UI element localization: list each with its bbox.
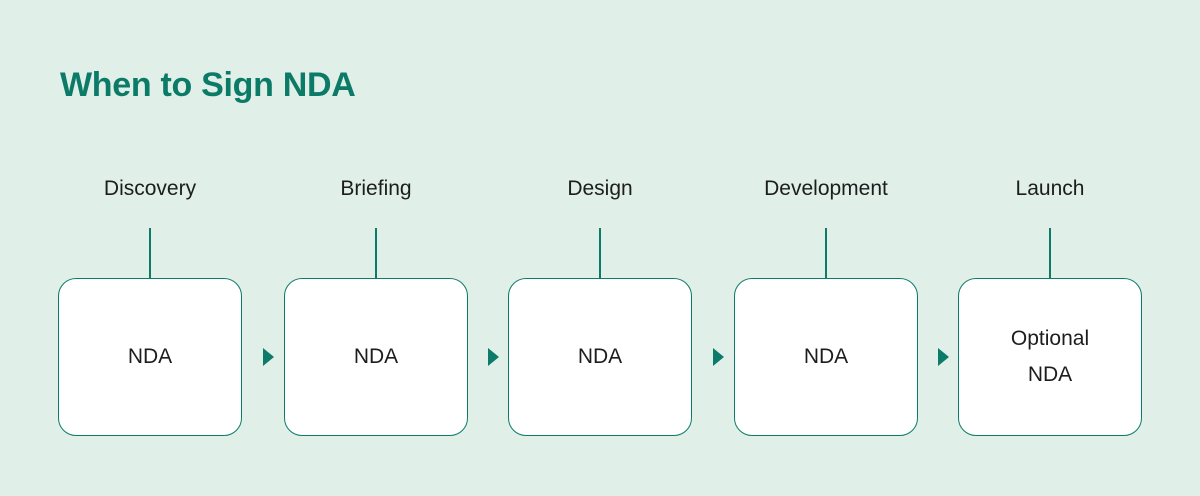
triangle-right-icon — [938, 348, 949, 366]
flow-step-launch[interactable]: Launch Optional NDA — [958, 176, 1142, 436]
step-label: Design — [567, 177, 633, 200]
step-label: Briefing — [340, 177, 412, 200]
step-box-label: NDA — [803, 345, 849, 368]
step-box-label: Optional NDA — [1010, 327, 1090, 386]
flow-step-design[interactable]: Design NDA — [508, 176, 692, 436]
flow-step-discovery[interactable]: Discovery NDA — [58, 176, 242, 436]
nda-timeline-flow: Discovery NDA Briefing NDA Design NDA — [58, 176, 1142, 436]
flow-step-briefing[interactable]: Briefing NDA — [284, 176, 468, 436]
step-box[interactable]: NDA — [734, 278, 918, 436]
vertical-line-icon — [1049, 228, 1051, 278]
step-box-label: NDA — [353, 345, 399, 368]
step-box[interactable]: NDA — [508, 278, 692, 436]
triangle-right-icon — [713, 348, 724, 366]
step-label: Development — [764, 177, 888, 200]
vertical-line-icon — [149, 228, 151, 278]
vertical-line-icon — [825, 228, 827, 278]
step-box[interactable]: NDA — [58, 278, 242, 436]
step-box-label: NDA — [577, 345, 623, 368]
step-box[interactable]: NDA — [284, 278, 468, 436]
triangle-right-icon — [263, 348, 274, 366]
flow-step-development[interactable]: Development NDA — [734, 176, 918, 436]
vertical-line-icon — [599, 228, 601, 278]
vertical-line-icon — [375, 228, 377, 278]
step-box-label: NDA — [127, 345, 173, 368]
step-box[interactable]: Optional NDA — [958, 278, 1142, 436]
triangle-right-icon — [488, 348, 499, 366]
step-label: Launch — [1015, 177, 1085, 200]
page-title: When to Sign NDA — [60, 66, 356, 104]
step-label: Discovery — [103, 177, 197, 200]
